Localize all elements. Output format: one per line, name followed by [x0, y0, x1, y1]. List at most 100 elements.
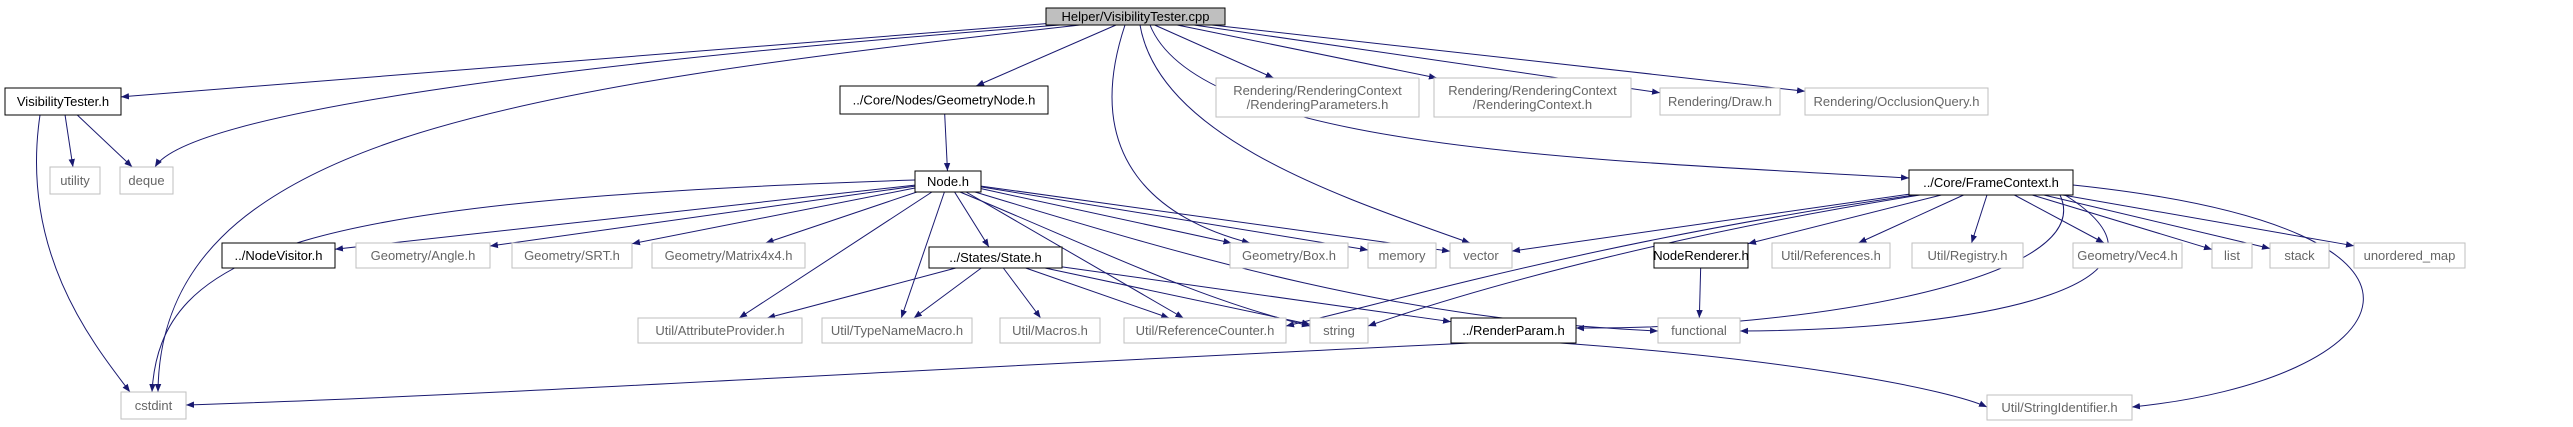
- edge-helper-visibilitytester-cpp-to-rendering-occlusionquery-h: [1211, 24, 1806, 94]
- node-label: Util/StringIdentifier.h: [2001, 400, 2117, 415]
- node-label: unordered_map: [2364, 248, 2456, 263]
- node-box: [1986, 394, 2133, 421]
- node-label: utility: [60, 173, 90, 188]
- node-label: Rendering/RenderingContext: [1233, 83, 1402, 98]
- node-rendering-context-h: Rendering/RenderingContext/RenderingCont…: [1433, 77, 1632, 118]
- node-geometry-vec4-h: Geometry/Vec4.h: [2072, 242, 2183, 269]
- node-helper-visibilitytester-cpp: Helper/VisibilityTester.cpp: [1045, 7, 1226, 26]
- edge-node-h-to-string: [959, 191, 1311, 328]
- edge-framecontext-h-to-stack: [2043, 194, 2271, 250]
- edge-node-h-to-geometry-matrix4x4-h: [765, 191, 918, 244]
- node-geometrynode-h[interactable]: ../Core/Nodes/GeometryNode.h: [839, 85, 1049, 115]
- node-box: [839, 85, 1049, 115]
- edge-helper-visibilitytester-cpp-to-vector: [1139, 24, 1471, 244]
- edge-helper-visibilitytester-cpp-to-geometry-box-h: [1111, 24, 1251, 245]
- node-box: [120, 391, 187, 420]
- node-box: [355, 242, 491, 269]
- edge-framecontext-h-to-util-registry-h: [1970, 194, 1988, 244]
- node-label: Rendering/RenderingContext: [1448, 83, 1617, 98]
- node-label: ../Core/FrameContext.h: [1923, 175, 2059, 190]
- edge-helper-visibilitytester-cpp-to-geometrynode-h: [975, 24, 1117, 87]
- node-box: [1123, 317, 1287, 344]
- node-box: [221, 242, 336, 269]
- edge-visibilitytester-h-to-deque: [76, 114, 133, 168]
- node-label: Util/TypeNameMacro.h: [831, 323, 963, 338]
- node-nodevisitor-h[interactable]: ../NodeVisitor.h: [221, 242, 336, 269]
- edge-framecontext-h-to-util-references-h: [1858, 194, 1964, 244]
- node-unordered-map: unordered_map: [2353, 242, 2466, 269]
- edge-renderparam-h-to-util-stringidentifier-h: [1559, 342, 1988, 408]
- node-label: /RenderingContext.h: [1473, 97, 1592, 112]
- node-box: [4, 87, 122, 116]
- edge-node-h-to-util-attributeprovider-h: [738, 191, 933, 319]
- edge-helper-visibilitytester-cpp-to-visibilitytester-h: [120, 23, 1047, 100]
- edge-states-state-h-to-util-macros-h: [1002, 267, 1042, 319]
- node-box: [928, 246, 1063, 269]
- node-label: NodeRenderer.h: [1653, 248, 1748, 263]
- edge-helper-visibilitytester-cpp-to-cstdint: [154, 24, 1081, 393]
- node-vector: vector: [1449, 242, 1513, 269]
- node-functional: functional: [1657, 317, 1741, 344]
- node-label: Node.h: [927, 174, 969, 189]
- edge-framecontext-h-to-geometry-vec4-h: [2014, 194, 2105, 244]
- node-visibilitytester-h[interactable]: VisibilityTester.h: [4, 87, 122, 116]
- edge-node-h-to-states-state-h: [954, 191, 990, 248]
- node-rendering-parameters-h: Rendering/RenderingContext/RenderingPara…: [1215, 77, 1420, 118]
- node-box: [49, 166, 101, 195]
- node-node-h[interactable]: Node.h: [914, 170, 982, 193]
- node-label: string: [1323, 323, 1355, 338]
- node-label: ../Core/Nodes/GeometryNode.h: [853, 93, 1036, 108]
- edge-visibilitytester-h-to-cstdint: [36, 114, 131, 393]
- node-util-attributeprovider-h: Util/AttributeProvider.h: [637, 317, 803, 344]
- node-box: [1449, 242, 1513, 269]
- node-noderenderer-h[interactable]: NodeRenderer.h: [1653, 242, 1749, 269]
- edge-node-h-to-cstdint: [149, 179, 916, 393]
- edge-framecontext-h-to-unordered-map: [2062, 194, 2355, 248]
- dependency-nodes: Helper/VisibilityTester.cppVisibilityTes…: [4, 7, 2466, 421]
- node-string: string: [1309, 317, 1369, 344]
- node-label: Util/AttributeProvider.h: [655, 323, 784, 338]
- edge-helper-visibilitytester-cpp-to-rendering-context-h: [1177, 24, 1438, 80]
- edge-framecontext-h-to-functional: [1739, 194, 2109, 335]
- edge-framecontext-h-to-util-referencecounter-h: [1285, 194, 1916, 328]
- node-cstdint: cstdint: [120, 391, 187, 420]
- node-box: [2353, 242, 2466, 269]
- node-box: [2269, 242, 2330, 269]
- node-box: [1045, 7, 1226, 26]
- node-label: Util/Registry.h: [1928, 248, 2008, 263]
- node-util-macros-h: Util/Macros.h: [999, 317, 1101, 344]
- edge-node-h-to-memory: [980, 186, 1369, 252]
- node-renderparam-h[interactable]: ../RenderParam.h: [1450, 317, 1577, 344]
- node-box: [1309, 317, 1369, 344]
- node-box: [1657, 317, 1741, 344]
- node-label: list: [2224, 248, 2240, 263]
- edge-node-h-to-util-referencecounter-h: [965, 191, 1184, 319]
- edge-framecontext-h-to-vector: [1511, 193, 1910, 254]
- node-label: Util/ReferenceCounter.h: [1136, 323, 1275, 338]
- node-geometry-box-h: Geometry/Box.h: [1229, 242, 1349, 269]
- node-rendering-draw-h: Rendering/Draw.h: [1659, 87, 1781, 116]
- node-box: [1908, 169, 2074, 196]
- node-list: list: [2211, 242, 2253, 269]
- edge-node-h-to-geometry-srt-h: [631, 187, 916, 246]
- node-memory: memory: [1367, 242, 1437, 269]
- node-box: [1229, 242, 1349, 269]
- node-box: [637, 317, 803, 344]
- node-box: [1804, 87, 1989, 116]
- node-box: [999, 317, 1101, 344]
- node-label: cstdint: [135, 398, 173, 413]
- edge-helper-visibilitytester-cpp-to-framecontext-h: [1149, 24, 1910, 181]
- node-box: [651, 242, 806, 269]
- edge-node-h-to-util-typenamemacro-h: [900, 191, 945, 319]
- node-box: [1771, 242, 1891, 269]
- node-box: [2072, 242, 2183, 269]
- node-box: [1215, 77, 1420, 118]
- node-label: Util/References.h: [1781, 248, 1881, 263]
- node-box: [1911, 242, 2024, 269]
- edge-framecontext-h-to-noderenderer-h: [1747, 194, 1942, 245]
- edge-renderparam-h-to-cstdint: [185, 342, 1471, 408]
- edge-node-h-to-vector: [980, 185, 1451, 254]
- node-framecontext-h[interactable]: ../Core/FrameContext.h: [1908, 169, 2074, 196]
- node-states-state-h[interactable]: ../States/State.h: [928, 246, 1063, 269]
- node-label: Rendering/Draw.h: [1668, 94, 1772, 109]
